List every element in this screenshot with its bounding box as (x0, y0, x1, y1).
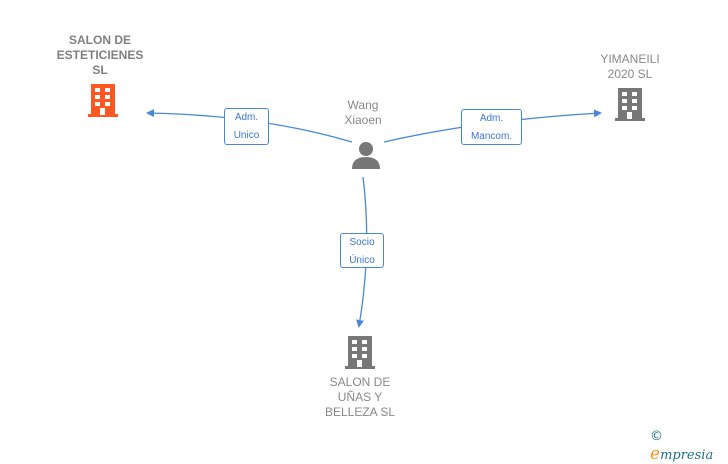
company-bottom-name[interactable]: SALON DE UÑAS Y BELLEZA SL (324, 375, 396, 419)
brand-e: e (650, 444, 661, 464)
relation-label-bottom: Socio Único (340, 233, 384, 268)
brand-text: mpresia (660, 448, 714, 463)
relation-label-right: Adm. Mancom. (461, 109, 522, 145)
building-icon-orange (88, 84, 118, 117)
relation-label-left: Adm. Unico (224, 108, 269, 145)
building-icon-right (615, 88, 645, 121)
building-icon-bottom (345, 336, 375, 369)
company-left-name[interactable]: SALON DE ESTETICIENES SL (56, 33, 144, 77)
person-name[interactable]: Wang Xiaoen (344, 98, 382, 127)
person-icon (352, 142, 380, 169)
relation-edges (88, 84, 645, 369)
copyright-icon: © (650, 429, 663, 444)
empresia-logo: © empresia (650, 429, 728, 464)
company-right-name[interactable]: YIMANEILI 2020 SL (600, 52, 660, 81)
